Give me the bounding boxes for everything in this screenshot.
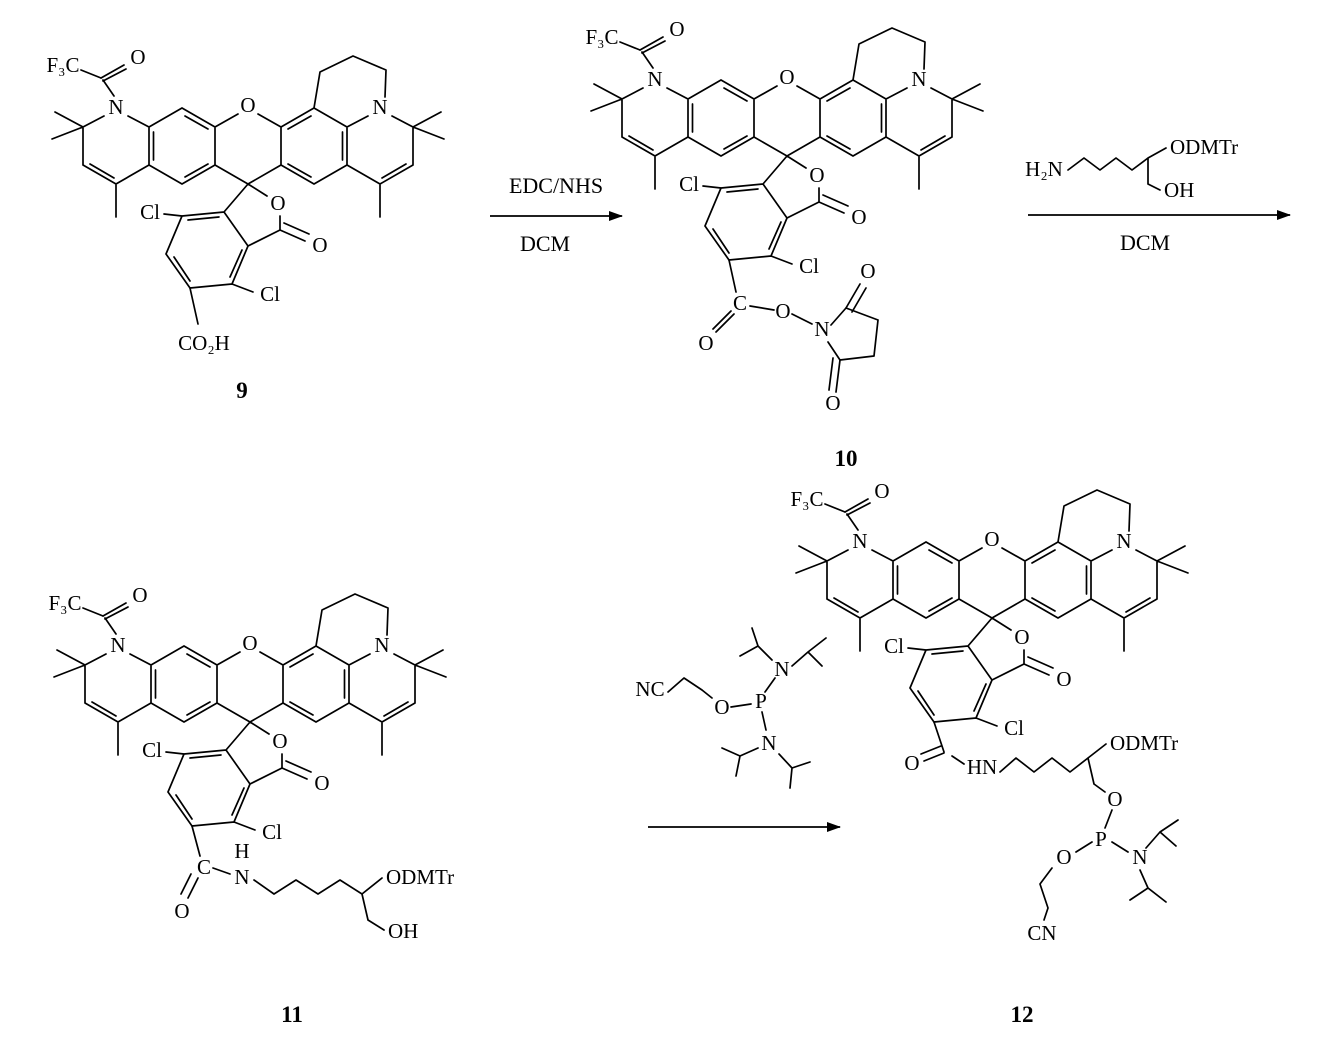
arrow-1-solvent-label: DCM — [520, 231, 570, 256]
phos-n-lower-label: N — [761, 731, 776, 755]
phos-o-label: O — [714, 695, 729, 719]
arrow-1-reagent-label: EDC/NHS — [509, 173, 603, 198]
structure-12-core — [789, 478, 1189, 741]
phos-p-label: P — [755, 689, 767, 713]
amide-carbon-label: C — [197, 855, 211, 879]
cyanoethyl-cn-label: CN — [1027, 921, 1056, 945]
structure-10-core — [584, 16, 984, 279]
amide-hn-label: HN — [967, 755, 997, 779]
compound-9-number: 9 — [236, 378, 248, 403]
succinimide-o-bottom-label: O — [825, 391, 840, 415]
structure-11-core — [47, 582, 447, 845]
succinimide-o-top-label: O — [860, 259, 875, 283]
phosphite-p-label: P — [1095, 827, 1107, 851]
ester-carbon-label: C — [733, 291, 747, 315]
nhs-ester-double-bonds — [712, 283, 867, 393]
amide-double-bond-12 — [920, 745, 945, 762]
compound-11-number: 11 — [281, 1002, 303, 1027]
succinimide-n-label: N — [814, 317, 829, 341]
reaction-arrow-2: H₂N ODMTr OH DCM — [1025, 135, 1291, 255]
amide-o-label: O — [174, 899, 189, 923]
nhs-ester-bonds — [728, 259, 879, 361]
structure-9: CO₂H 9 — [45, 44, 445, 403]
reaction-arrow-1: EDC/NHS DCM — [490, 173, 623, 256]
arrow-2-solvent-label: DCM — [1120, 230, 1170, 255]
linker-odmtr-label-12: ODMTr — [1110, 731, 1178, 755]
reaction-arrow-3: NC O P N N — [635, 627, 841, 832]
linker-oh-label: OH — [388, 919, 418, 943]
amide-o-label-12: O — [904, 751, 919, 775]
carboxylic-acid-label: CO₂H — [178, 331, 230, 355]
ester-carbonyl-o-label: O — [698, 331, 713, 355]
phosphoramidite-reagent-bonds — [667, 627, 827, 789]
amide-linker-bonds — [191, 825, 385, 931]
amine-reagent-bonds — [1067, 147, 1167, 191]
structure-12: O HN ODMTr O P O N CN 12 — [789, 478, 1189, 1027]
structure-10: C O O N O O 10 — [584, 16, 984, 471]
structure-9-core — [45, 44, 445, 307]
phosphoramidite-n-label: N — [1132, 845, 1147, 869]
amine-odmtr-label: ODMTr — [1170, 135, 1238, 159]
linker-odmtr-label: ODMTr — [386, 865, 454, 889]
amine-oh-label: OH — [1164, 178, 1194, 202]
compound-10-number: 10 — [835, 446, 858, 471]
structure-11: C O H N ODMTr OH 11 — [47, 582, 454, 1027]
phos-nc-label: NC — [635, 677, 664, 701]
phos-n-upper-label: N — [774, 657, 789, 681]
ester-o-label: O — [775, 299, 790, 323]
amide-h-label: H — [234, 839, 249, 863]
structure-9-acid-bond — [189, 287, 199, 325]
compound-12-number: 12 — [1011, 1002, 1034, 1027]
amide-double-bond — [180, 873, 199, 899]
amide-phosphite-bonds — [933, 721, 1179, 921]
phosphite-o1-label: O — [1107, 787, 1122, 811]
amine-h2n-label: H₂N — [1025, 157, 1063, 181]
phosphite-o2-label: O — [1056, 845, 1071, 869]
amide-n-label: N — [234, 865, 249, 889]
